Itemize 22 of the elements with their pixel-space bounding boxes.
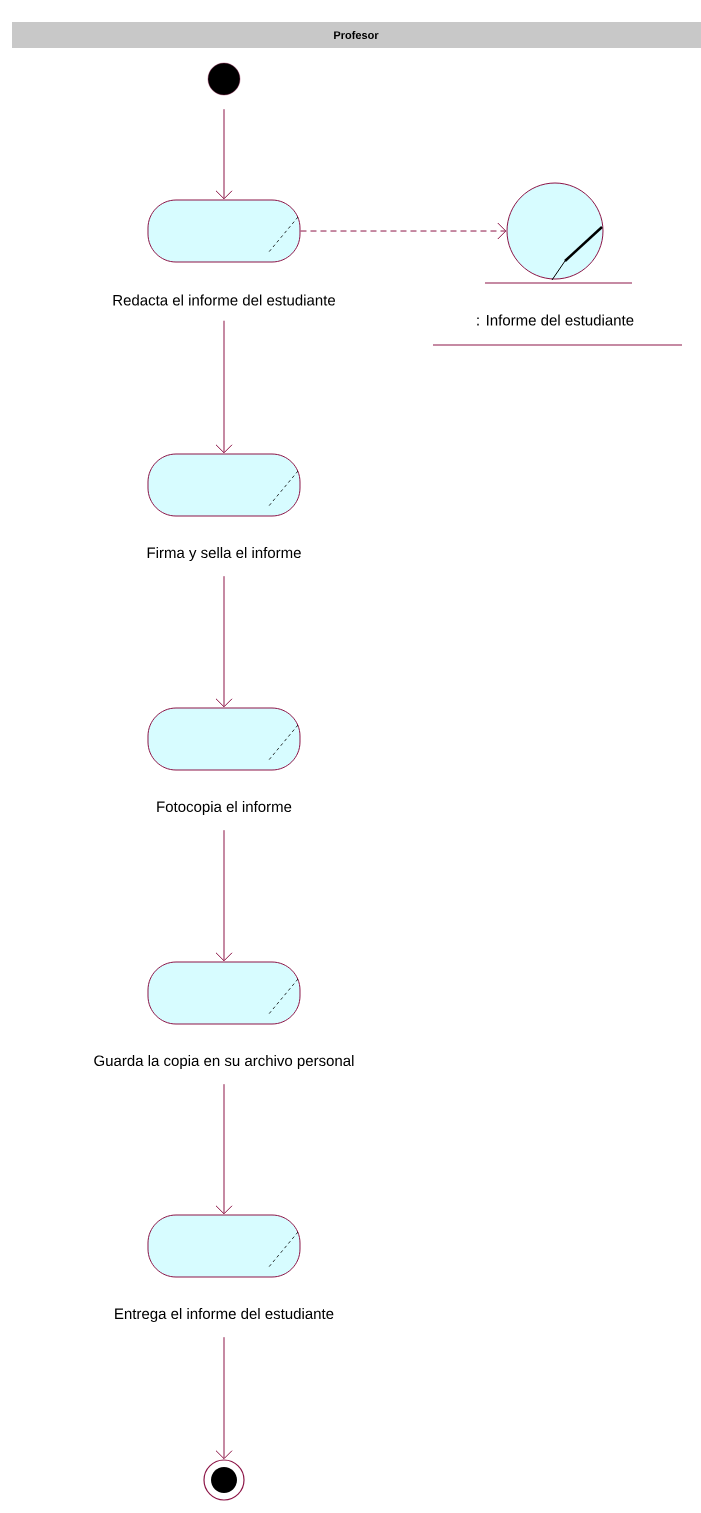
swimlane-header: Profesor xyxy=(12,22,701,48)
node-label: Guarda la copia en su archivo personal xyxy=(94,1055,354,1069)
node-label: Firma y sella el informe xyxy=(147,547,301,561)
node-label: Fotocopia el informe xyxy=(157,801,292,815)
arrow xyxy=(215,1083,233,1215)
arrow xyxy=(215,1336,233,1460)
activity-node: Redacta el informe del estudiante xyxy=(113,199,335,306)
activity-node: Fotocopia el informe xyxy=(147,707,301,815)
node-label: : Informe del estudiante xyxy=(477,314,634,326)
activity-node: Entrega el informe del estudiante xyxy=(115,1214,334,1322)
activity-node: Firma y sella el informe xyxy=(147,453,301,561)
arrow xyxy=(215,575,233,708)
arrow xyxy=(215,108,233,200)
arrow xyxy=(215,829,233,962)
node-label: Entrega el informe del estudiante xyxy=(115,1308,334,1322)
final-node xyxy=(203,1459,245,1501)
node-label: Redacta el informe del estudiante xyxy=(113,294,336,306)
arrow xyxy=(300,222,507,240)
activity-node: Guarda la copia en su archivo personal xyxy=(94,961,354,1069)
arrow xyxy=(215,320,233,454)
object-node: : Informe del estudiante xyxy=(432,182,683,346)
initial-node xyxy=(207,62,241,96)
